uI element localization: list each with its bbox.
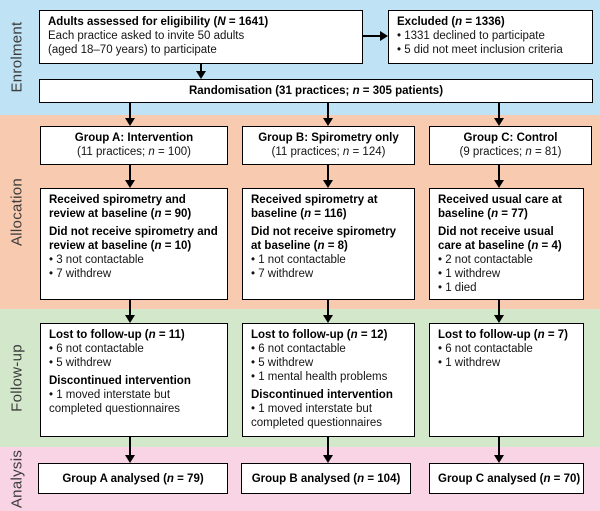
- text-line: Group C: Control: [463, 132, 558, 144]
- analysed-c-box: Group C analysed (n = 70): [429, 463, 584, 494]
- followup-b-box: Lost to follow-up (n = 12) • 6 not contac…: [242, 323, 415, 437]
- text-line: • 5 withdrew: [49, 357, 112, 369]
- text-line: • 3 not contactable: [49, 254, 144, 266]
- group-c-header-box: Group C: Control (9 practices; n = 81): [429, 126, 592, 165]
- text-line: • 6 not contactable: [251, 343, 346, 355]
- band-label-allocation: Allocation: [8, 177, 26, 247]
- text-line: • 1 withdrew: [438, 357, 501, 369]
- text-line: • 6 not contactable: [438, 343, 533, 355]
- text-line: Discontinued intervention: [49, 375, 191, 387]
- text-line: • 1 died: [438, 282, 477, 294]
- text-line: Received usual care at baseline (n = 77): [438, 194, 563, 220]
- allocation-c-box: Received usual care at baseline (n = 77)…: [429, 188, 584, 300]
- text-line: Did not receive spirometry and review at…: [49, 226, 218, 252]
- text-line: Received spirometry at baseline (n = 116…: [251, 194, 378, 220]
- text-line: Each practice asked to invite 50 adults: [48, 30, 245, 42]
- text-line: • 1331 declined to participate: [397, 30, 545, 42]
- text-line: Did not receive spirometry at baseline (…: [251, 226, 397, 252]
- text-line: • 2 not contactable: [438, 254, 533, 266]
- text-line: Group B: Spirometry only: [258, 132, 399, 144]
- arrow-down-randomisation-to-group-c: [494, 103, 504, 126]
- arrow-down-eligibility-to-randomisation: [196, 64, 206, 79]
- arrow-down-randomisation-to-group-b: [323, 103, 333, 126]
- text-line: • 6 not contactable: [49, 343, 144, 355]
- text-line: • 1 moved interstate but completed quest…: [49, 389, 181, 415]
- text-line: • 5 withdrew: [251, 357, 314, 369]
- text-line: Group B analysed (n = 104): [251, 472, 401, 485]
- arrow-down-group-a-to-allocation: [125, 165, 135, 188]
- text-line: • 1 mental health problems: [251, 371, 388, 383]
- text-line: Group C analysed (n = 70): [438, 472, 581, 485]
- band-label-analysis: Analysis: [8, 449, 26, 509]
- allocation-b-box: Received spirometry at baseline (n = 116…: [242, 188, 415, 300]
- arrow-down-followup-c-to-analysis: [494, 437, 504, 463]
- band-label-enrolment: Enrolment: [8, 21, 26, 93]
- eligibility-box: Adults assessed for eligibility (N = 164…: [39, 10, 363, 64]
- band-label-followup: Follow-up: [8, 344, 26, 412]
- arrow-down-group-c-to-allocation: [494, 165, 504, 188]
- text-line: Adults assessed for eligibility (N = 164…: [48, 16, 269, 28]
- text-line: Randomisation (31 practices; n = 305 pat…: [188, 85, 444, 97]
- text-line: Lost to follow-up (n = 11): [49, 329, 185, 341]
- text-line: Group A analysed (n = 79): [62, 472, 204, 485]
- randomisation-box: Randomisation (31 practices; n = 305 pat…: [39, 79, 593, 103]
- arrow-down-followup-a-to-analysis: [125, 437, 135, 463]
- text-line: (aged 18–70 years) to participate: [48, 44, 217, 56]
- text-line: Lost to follow-up (n = 7): [438, 329, 569, 341]
- arrow-down-followup-b-to-analysis: [323, 437, 333, 463]
- analysed-a-box: Group A analysed (n = 79): [38, 463, 228, 494]
- excluded-box: Excluded (n = 1336) • 1331 declined to pa…: [388, 10, 593, 64]
- text-line: Excluded (n = 1336): [397, 16, 505, 28]
- text-line: Did not receive usual care at baseline (…: [438, 226, 562, 252]
- text-line: Lost to follow-up (n = 12): [251, 329, 388, 341]
- text-line: Received spirometry and review at baseli…: [49, 194, 192, 220]
- text-line: (11 practices; n = 124): [271, 146, 386, 158]
- text-line: • 7 withdrew: [49, 268, 112, 280]
- group-a-header-box: Group A: Intervention (11 practices; n = …: [40, 126, 228, 165]
- text-line: (9 practices; n = 81): [459, 146, 562, 158]
- followup-a-box: Lost to follow-up (n = 11) • 6 not contac…: [40, 323, 228, 437]
- arrow-down-group-b-to-allocation: [323, 165, 333, 188]
- text-line: • 1 withdrew: [438, 268, 501, 280]
- arrow-right-eligibility-to-excluded: [363, 31, 388, 41]
- allocation-a-box: Received spirometry and review at baseli…: [40, 188, 228, 300]
- text-line: • 1 not contactable: [251, 254, 346, 266]
- text-line: • 1 moved interstate but completed quest…: [251, 403, 383, 429]
- text-line: (11 practices; n = 100): [77, 146, 191, 158]
- followup-c-box: Lost to follow-up (n = 7) • 6 not contact…: [429, 323, 584, 437]
- text-line: Group A: Intervention: [74, 132, 194, 144]
- arrow-down-allocation-c-to-followup: [494, 300, 504, 323]
- text-line: • 5 did not meet inclusion criteria: [397, 44, 563, 56]
- arrow-down-randomisation-to-group-a: [125, 103, 135, 126]
- text-line: • 7 withdrew: [251, 268, 314, 280]
- arrow-down-allocation-a-to-followup: [125, 300, 135, 323]
- text-line: Discontinued intervention: [251, 389, 393, 401]
- analysed-b-box: Group B analysed (n = 104): [241, 463, 411, 494]
- group-b-header-box: Group B: Spirometry only (11 practices; n…: [242, 126, 415, 165]
- arrow-down-allocation-b-to-followup: [323, 300, 333, 323]
